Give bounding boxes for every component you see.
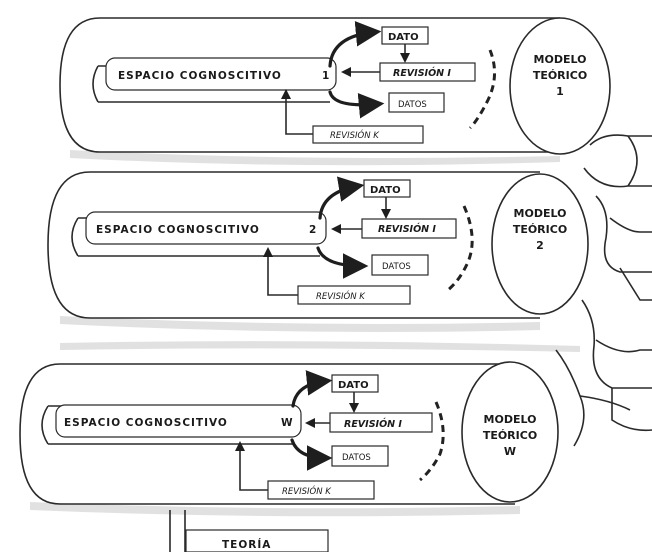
panel-w-arrow-to-datos <box>292 440 326 458</box>
panel-2-revision-1-label: REVISIÓN I <box>378 223 436 235</box>
panel-w-space-label: ESPACIO COGNOSCITIVO <box>64 417 228 429</box>
panel-w-model-line3: W <box>504 445 516 458</box>
theory-section: TEORÍA <box>170 510 328 552</box>
panel-2-model-line3: 2 <box>536 239 544 252</box>
panel-w-datos-label: DATOS <box>342 453 371 463</box>
panel-2-space-index: 2 <box>309 224 317 236</box>
panel-1: ESPACIO COGNOSCITIVO 1 DATO REVISIÓN I D… <box>60 18 610 165</box>
panel-2-arrow-to-datos <box>318 248 362 266</box>
theory-label: TEORÍA <box>222 538 271 551</box>
panel-2-revision-k-label: REVISIÓN K <box>316 290 366 302</box>
panel-2-arrow-to-dato <box>320 186 358 218</box>
panel-2-cylinder <box>48 172 540 318</box>
panel-1-feedback-dash <box>470 50 495 128</box>
panel-2-datos-label: DATOS <box>382 262 411 272</box>
panel-w-dato-label: DATO <box>338 380 369 391</box>
panel-w-model-line2: TEÓRICO <box>483 429 537 442</box>
panel-w-revision-1-label: REVISIÓN I <box>344 418 402 430</box>
panel-1-revision-k-label: REVISIÓN K <box>330 129 380 141</box>
panel-2: ESPACIO COGNOSCITIVO 2 DATO REVISIÓN I D… <box>48 172 588 332</box>
panel-1-model-line1: MODELO <box>534 53 587 66</box>
panel-1-space-label: ESPACIO COGNOSCITIVO <box>118 70 282 82</box>
panel-1-datos-label: DATOS <box>398 100 427 110</box>
panel-w-space-index: W <box>281 417 294 429</box>
panel-2-model-line1: MODELO <box>514 207 567 220</box>
panel-2-dato-label: DATO <box>370 185 401 196</box>
panel-1-space-index: 1 <box>322 70 330 82</box>
panel-1-arrow-to-datos <box>330 92 378 105</box>
panel-w-revision-k-label: REVISIÓN K <box>282 485 332 497</box>
panel-1-revision-1-label: REVISIÓN I <box>393 67 451 79</box>
panel-w-model-line1: MODELO <box>484 413 537 426</box>
panel-w-arrow-to-dato <box>293 381 326 406</box>
panel-w: ESPACIO COGNOSCITIVO W DATO REVISIÓN I D… <box>20 362 558 516</box>
panel-1-model-line2: TEÓRICO <box>533 69 587 82</box>
panel-1-model-line3: 1 <box>556 85 564 98</box>
panel-2-model-line2: TEÓRICO <box>513 223 567 236</box>
panel-1-dato-label: DATO <box>388 32 419 43</box>
separator-shade <box>60 341 580 352</box>
panel-2-space-label: ESPACIO COGNOSCITIVO <box>96 224 260 236</box>
panel-1-arrow-to-dato <box>330 32 375 66</box>
